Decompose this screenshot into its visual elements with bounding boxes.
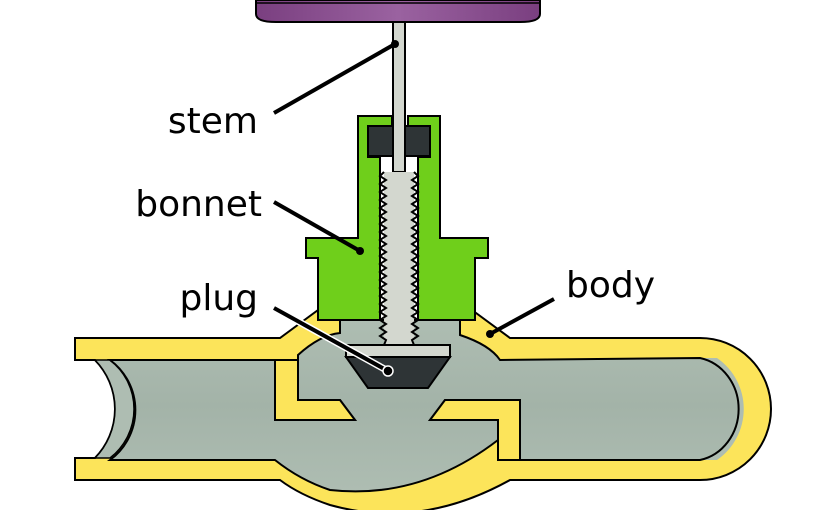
label-bonnet: bonnet <box>135 184 262 225</box>
label-stem: stem <box>168 101 258 142</box>
stem <box>378 21 420 346</box>
leader-lines <box>272 40 555 377</box>
fluid-passage <box>106 319 740 493</box>
handwheel <box>255 0 541 23</box>
stem-leader <box>273 42 396 115</box>
body-leader <box>489 297 555 336</box>
bonnet-leader <box>273 200 361 253</box>
label-plug: plug <box>179 278 258 319</box>
label-body: body <box>566 265 655 306</box>
plug-leader <box>273 306 389 373</box>
